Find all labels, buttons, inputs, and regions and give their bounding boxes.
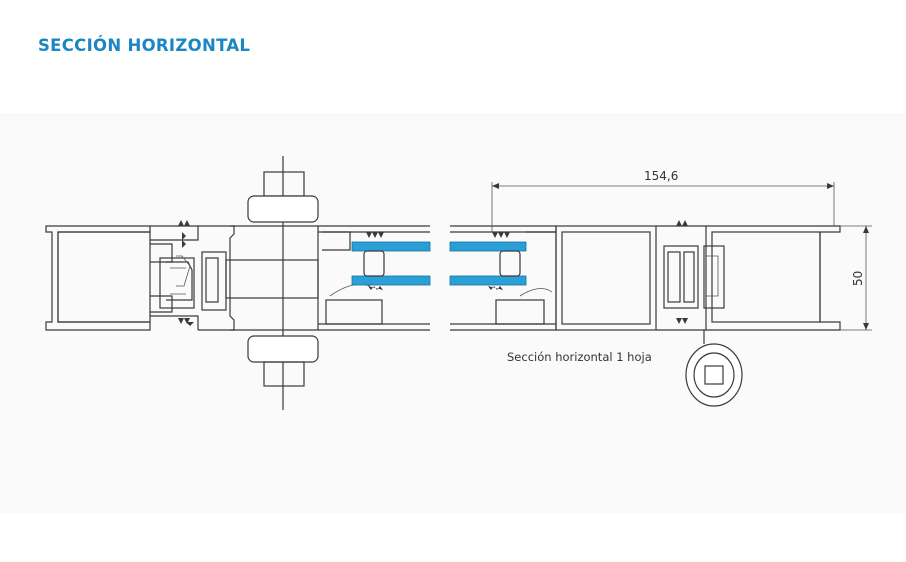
left-glazing (322, 231, 431, 325)
page-title: SECCIÓN HORIZONTAL (38, 36, 251, 55)
dimension-width: 154,6 (491, 169, 835, 232)
dimension-height: 50 (840, 225, 872, 331)
dimension-height-label: 50 (851, 271, 865, 286)
drawing-panel (0, 113, 906, 513)
center-mullion (198, 156, 430, 410)
right-frame-profile (555, 220, 841, 407)
drawing-caption: Sección horizontal 1 hoja (507, 350, 652, 364)
dimension-width-label: 154,6 (644, 169, 678, 183)
right-glazing (449, 225, 557, 331)
left-frame-profile (45, 220, 319, 331)
